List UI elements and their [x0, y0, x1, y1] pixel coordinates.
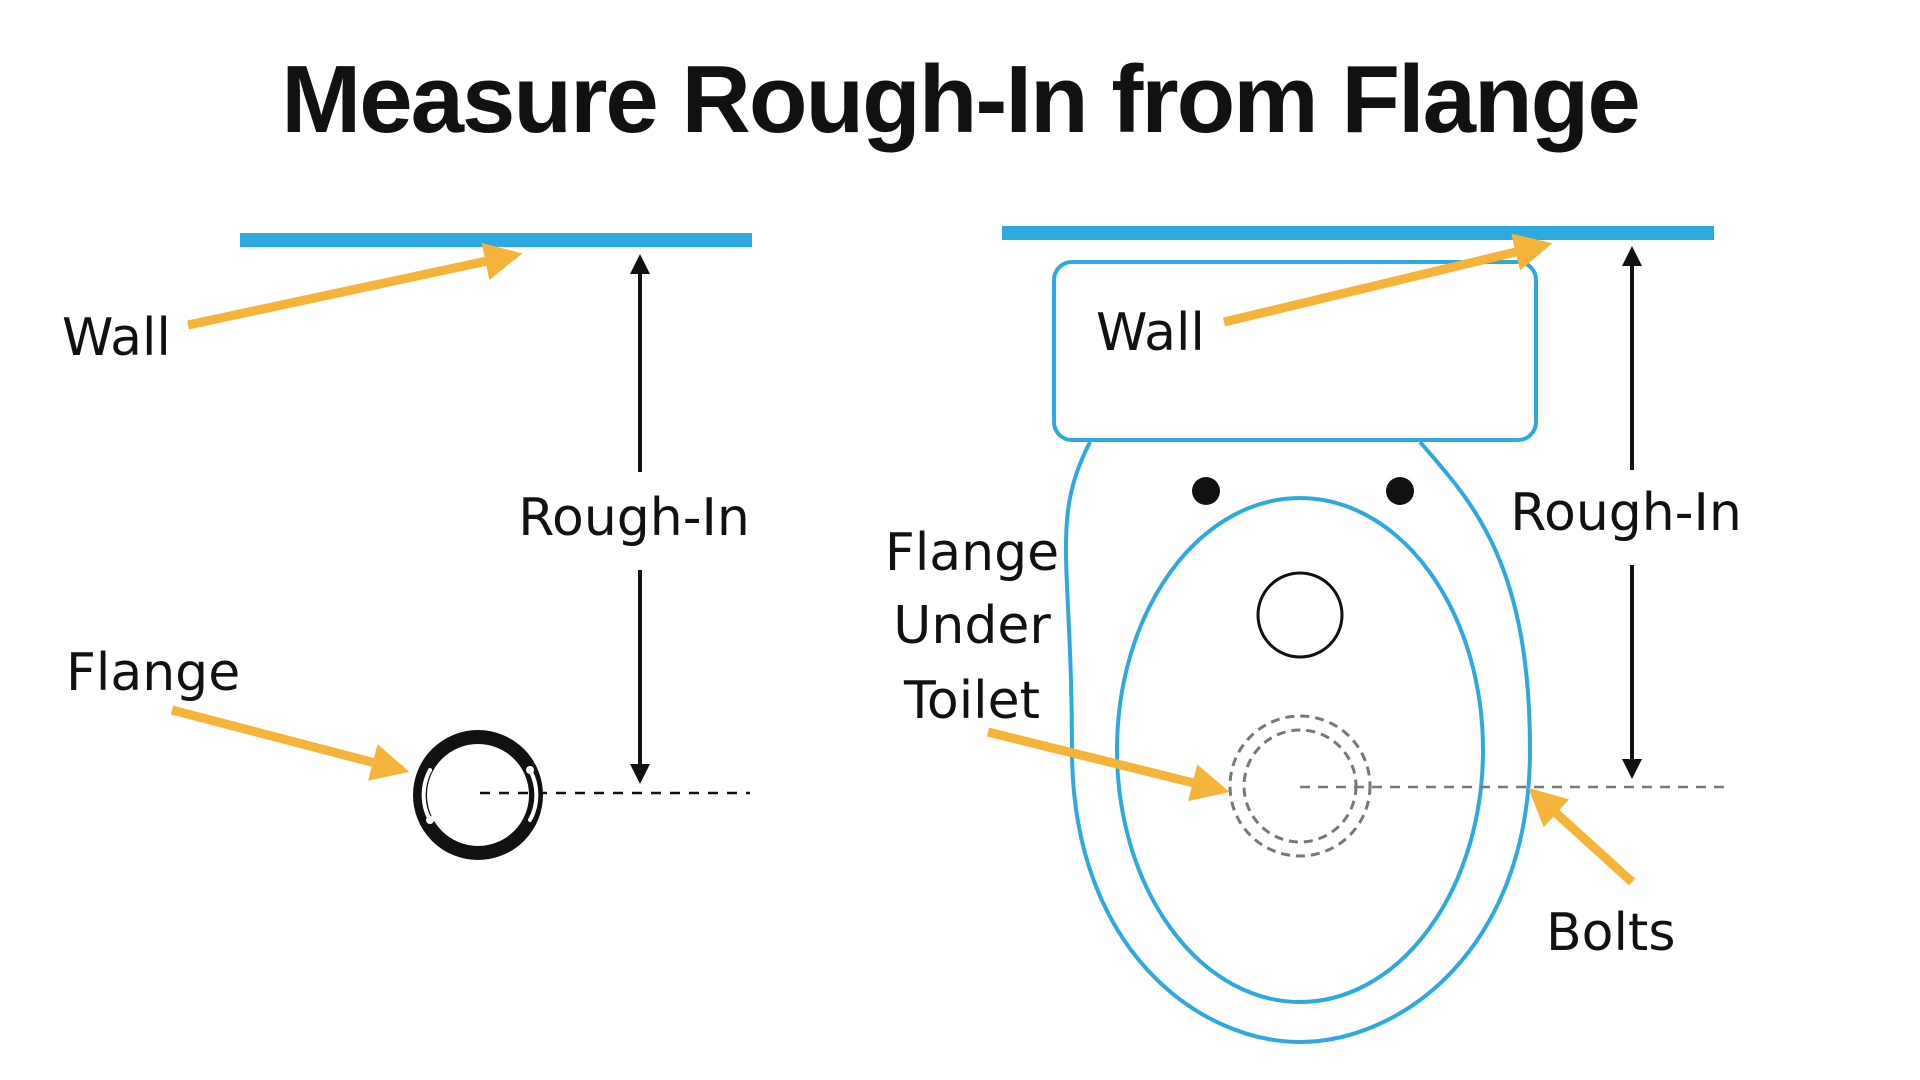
toilet-inner-bowl [1115, 496, 1485, 1004]
toilet-tank [1052, 260, 1538, 442]
flange-ring-icon [413, 730, 543, 860]
right-rough-in-label: Rough-In [1510, 483, 1742, 543]
bolts-pointer-arrow [1528, 787, 1636, 886]
left-rough-in-label: Rough-In [518, 488, 750, 548]
flange-under-toilet-line-3: Toilet [903, 671, 1040, 731]
diagram-title: Measure Rough-In from Flange [281, 46, 1638, 153]
bolts-label: Bolts [1546, 903, 1675, 963]
bolt-dot-icon [1192, 477, 1220, 505]
left-flange-pointer-arrow [170, 705, 410, 781]
left-wall-pointer-arrow [187, 242, 523, 330]
left-wall-label: Wall [62, 308, 171, 368]
flange-under-toilet-line-2: Under [893, 596, 1051, 656]
bolt-dot-icon [1386, 477, 1414, 505]
right-wall-label: Wall [1096, 303, 1205, 363]
right-wall-pointer-arrow [1222, 233, 1553, 327]
right-panel: Wall Rough-In Flange Under Toilet Bolts [885, 226, 1742, 1045]
toilet-drain-hole [1256, 571, 1344, 659]
toilet-outline-icon [1064, 440, 1533, 1045]
flange-under-toilet-pointer-arrow [986, 727, 1230, 802]
left-flange-label: Flange [66, 643, 240, 703]
flange-under-toilet-line-1: Flange [885, 523, 1059, 583]
hidden-flange-outer [1228, 714, 1372, 858]
left-panel: Wall Rough-In Flange [62, 233, 752, 860]
